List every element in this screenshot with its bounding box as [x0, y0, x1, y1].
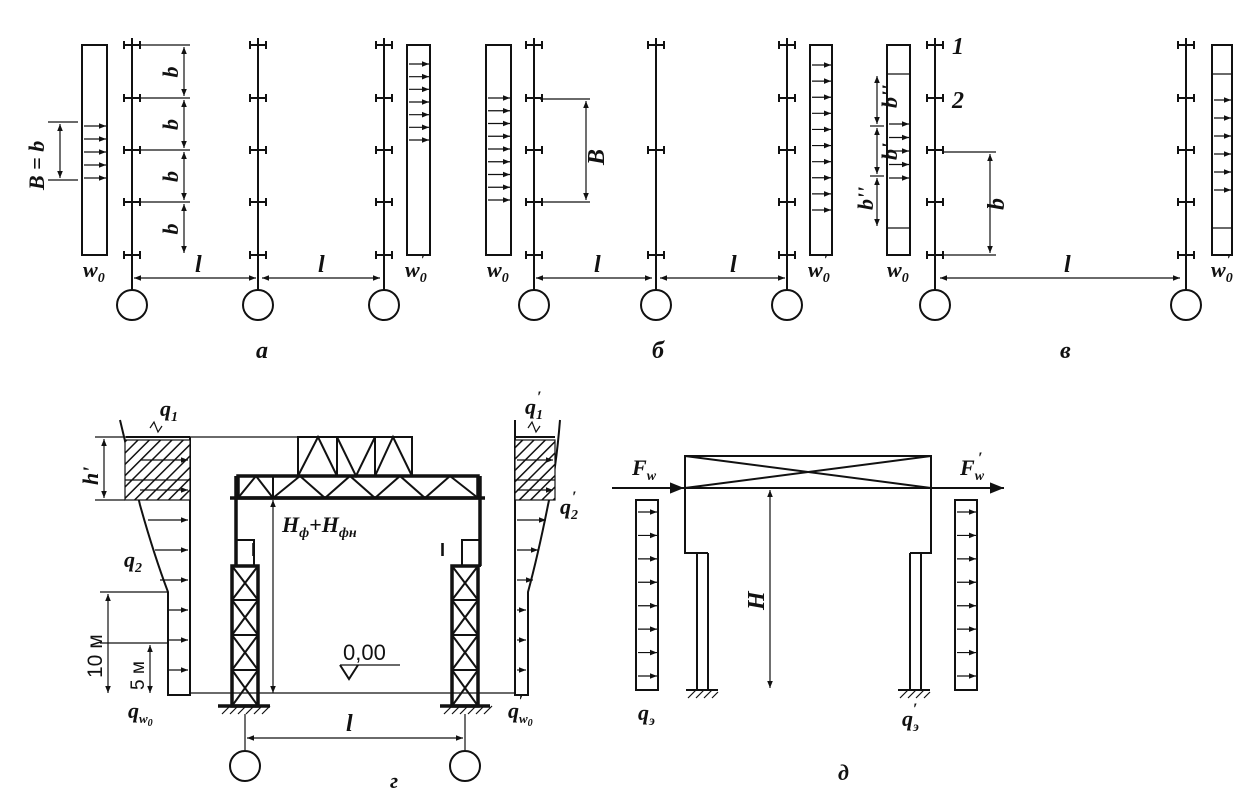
- q2-label: q2: [124, 547, 142, 576]
- panel-d-equivalent-load: Fw Fw′ H qэ qэ′ д: [612, 450, 1004, 785]
- hatched-zone-left: [124, 439, 191, 501]
- q2-prime-label: q2′: [560, 489, 578, 523]
- panel-caption: б: [652, 338, 665, 364]
- spacing-b-label: b: [158, 67, 183, 78]
- panel-caption: д: [838, 760, 849, 785]
- load-label-right: w0′: [808, 252, 830, 286]
- axis-marker: [229, 750, 261, 782]
- span-label: l: [730, 252, 737, 278]
- span-label: l: [594, 252, 601, 278]
- spacing-dimensions: b b b b: [140, 44, 190, 253]
- equivalent-load-arrows: [638, 509, 976, 679]
- q1-prime-label: q1′: [525, 389, 543, 423]
- b-prime-label: b': [877, 143, 902, 160]
- span-label: l: [1064, 252, 1071, 278]
- load-arrows: [488, 62, 831, 213]
- wind-profile-right: [514, 419, 561, 696]
- load-arrows: [84, 61, 429, 181]
- panel-caption: в: [1060, 338, 1071, 364]
- load-label-left: w0: [487, 257, 509, 286]
- Fw-prime-label: Fw′: [959, 450, 985, 484]
- axis-marker: [1170, 289, 1202, 321]
- frame-axes: [919, 38, 1202, 321]
- b-double-prime-label: b'': [877, 85, 902, 108]
- height-label: H: [744, 590, 770, 611]
- span-label: l: [346, 711, 353, 737]
- panel-g-frame-wind-load: h' 10 м 5 м q1 q2 qw0 q1′ q2′ qw0′: [78, 389, 578, 789]
- qe-label: qэ: [638, 700, 655, 729]
- axis-marker: [771, 289, 803, 321]
- panel-caption: а: [256, 338, 268, 364]
- panel-b-intermediate-frames: B l l w0 w0′ б: [485, 38, 833, 364]
- qw0-prime-label: qw0′: [508, 693, 533, 729]
- Fw-label: Fw: [631, 455, 657, 484]
- axis-marker: [368, 289, 400, 321]
- equivalent-load-strip-right: [954, 499, 978, 691]
- load-strip-left: [81, 44, 108, 256]
- frame-axes: [116, 38, 400, 321]
- qe-prime-label: qэ′: [902, 701, 919, 735]
- frame-axes: [518, 38, 803, 321]
- industrial-frame: I I: [218, 434, 493, 715]
- panel-a-uniform-spacing: B = b b b b b l l w0 w0′ а: [24, 38, 431, 364]
- load-strip-right: [1211, 44, 1233, 256]
- column-lattice: [231, 565, 479, 707]
- load-arrows-right: [517, 457, 553, 673]
- b-double-prime-label: b'': [853, 187, 878, 210]
- marker-1: 1: [952, 34, 964, 60]
- width-b-label: B: [584, 149, 610, 166]
- axis-marker: [449, 750, 481, 782]
- panel-caption: г: [390, 768, 398, 789]
- axis-marker: [518, 289, 550, 321]
- axis-marker: [116, 289, 148, 321]
- width-equals-b-label: B = b: [24, 141, 49, 191]
- dim-10m: 10 м: [84, 634, 107, 678]
- dim-5m: 5 м: [128, 661, 149, 690]
- b-label: b: [984, 198, 1010, 210]
- level-label: 0,00: [343, 640, 386, 665]
- load-label-right: w0′: [405, 252, 427, 286]
- svg-text:I: I: [440, 540, 445, 560]
- height-label: Hф+Hфн: [281, 512, 357, 541]
- spacing-b-label: b: [158, 119, 183, 130]
- load-label-right: w0′: [1211, 252, 1233, 286]
- load-label-left: w0: [887, 257, 909, 286]
- q1-label: q1: [160, 396, 178, 425]
- load-strip-left: [886, 44, 911, 256]
- axis-marker: [242, 289, 274, 321]
- load-strip-right: [406, 44, 431, 256]
- span-label: l: [195, 252, 202, 278]
- panel-v-unequal-spacing: b'' b' b'' b 1 2 l w0 w0′ в: [853, 34, 1233, 364]
- load-strip-left: [485, 44, 512, 256]
- load-label-left: w0: [83, 257, 105, 286]
- spacing-b-label: b: [158, 224, 183, 235]
- spacing-b-label: b: [158, 171, 183, 182]
- svg-text:I: I: [251, 540, 256, 560]
- axis-marker: [640, 289, 672, 321]
- h-prime-label: h': [78, 467, 103, 485]
- load-arrows-left: [140, 457, 188, 673]
- qw0-label: qw0: [128, 698, 153, 729]
- load-arrows: [889, 97, 1231, 193]
- marker-2: 2: [951, 88, 964, 114]
- hatched-zone-right: [514, 439, 556, 501]
- load-strip-right: [809, 44, 833, 256]
- axis-marker: [919, 289, 951, 321]
- equivalent-load-strip-left: [635, 499, 659, 691]
- span-label: l: [318, 252, 325, 278]
